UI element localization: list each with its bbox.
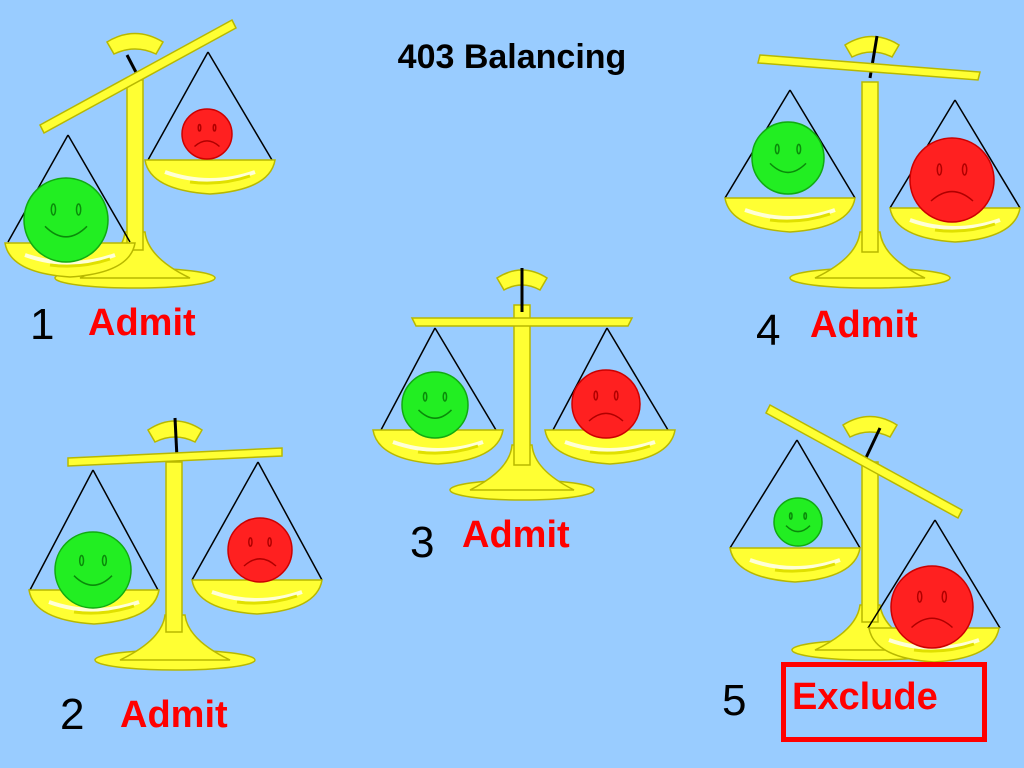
face-eye — [796, 143, 802, 155]
smiley-face-icon — [401, 371, 469, 439]
face-eye — [788, 512, 793, 520]
scale-3-number: 3 — [410, 518, 435, 567]
scale-2-number: 2 — [60, 690, 85, 739]
face-eye — [936, 163, 943, 176]
frown-features — [588, 390, 624, 422]
face-eye — [78, 554, 85, 567]
face-eye — [50, 203, 57, 216]
scale-2 — [27, 417, 324, 671]
frowny-face-icon — [227, 517, 293, 583]
face-eye — [941, 590, 948, 603]
scale-4-number: 4 — [756, 306, 781, 355]
smiley-face-icon — [751, 121, 825, 195]
scale-5 — [728, 403, 1001, 664]
frown-features — [243, 537, 277, 567]
smiley-face-icon — [54, 531, 132, 609]
smile-features — [769, 143, 807, 174]
face-mouth — [417, 409, 453, 419]
face-mouth — [785, 525, 811, 533]
face-eye — [916, 590, 923, 603]
face-mouth — [769, 162, 807, 174]
face-mouth — [44, 225, 88, 238]
scale-4-verdict: Admit — [810, 304, 918, 346]
face-mouth — [193, 140, 221, 148]
scale-1 — [3, 18, 277, 289]
smile-features — [417, 391, 453, 419]
face-eye — [197, 123, 202, 132]
scale-3-verdict: Admit — [462, 514, 570, 556]
smile-features — [44, 203, 88, 238]
frown-features — [910, 590, 954, 629]
face-eye — [442, 391, 448, 402]
smile-features — [785, 512, 811, 533]
face-eye — [212, 123, 217, 132]
smiley-face-icon — [23, 177, 109, 263]
scale-3 — [371, 268, 677, 501]
face-eye — [422, 391, 428, 402]
face-eye — [75, 203, 82, 216]
face-mouth — [930, 190, 974, 202]
face-eye — [101, 554, 108, 567]
scale-1-number: 1 — [30, 300, 55, 349]
face-eye — [803, 512, 808, 520]
face-mouth — [910, 617, 954, 629]
face-mouth — [588, 412, 624, 422]
frowny-face-icon — [571, 369, 641, 439]
face-mouth — [243, 558, 277, 567]
scale-5-number: 5 — [722, 676, 747, 725]
face-eye — [774, 143, 780, 155]
frowny-face-icon — [890, 565, 974, 649]
face-eye — [267, 537, 272, 547]
smiley-face-icon — [773, 497, 823, 547]
smile-features — [73, 554, 113, 586]
exclude-highlight-box — [781, 662, 987, 742]
face-mouth — [73, 575, 113, 586]
frown-features — [193, 123, 221, 148]
frown-features — [930, 163, 974, 202]
page-title: 403 Balancing — [397, 38, 627, 76]
scale-4 — [723, 35, 1022, 289]
face-eye — [248, 537, 253, 547]
scale-5-verdict: Exclude — [792, 676, 938, 718]
frowny-face-icon — [909, 137, 995, 223]
scale-1-verdict: Admit — [88, 302, 196, 344]
scale-2-verdict: Admit — [120, 694, 228, 736]
face-eye — [961, 163, 968, 176]
face-eye — [613, 390, 619, 401]
face-eye — [593, 390, 599, 401]
frowny-face-icon — [181, 108, 233, 160]
